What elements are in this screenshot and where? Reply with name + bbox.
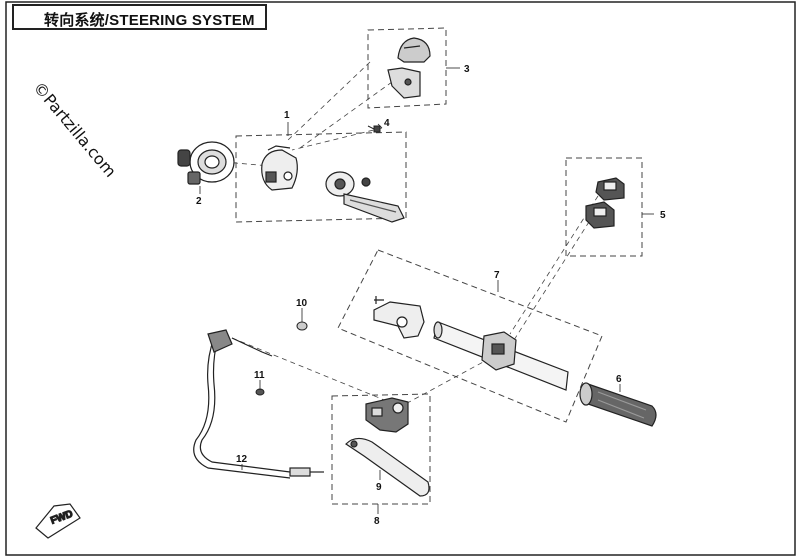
callout-9: 9 bbox=[376, 482, 382, 493]
part-7-handlebar-assembly bbox=[373, 296, 569, 391]
part-3-covers bbox=[387, 37, 431, 99]
callout-12: 12 bbox=[236, 454, 248, 465]
part-2-throttle-housing bbox=[177, 141, 235, 185]
part-6-grip bbox=[579, 382, 657, 427]
part-8-perch bbox=[365, 397, 409, 433]
callout-11: 11 bbox=[254, 370, 265, 381]
part-5-switches bbox=[585, 177, 625, 229]
outer-frame bbox=[5, 1, 796, 556]
title-box: 转向系统/STEERING SYSTEM bbox=[12, 4, 267, 30]
callout-4: 4 bbox=[384, 118, 390, 129]
part-1-brake-lever bbox=[325, 171, 405, 223]
part-10-nut bbox=[296, 321, 308, 331]
group-5-box bbox=[565, 157, 643, 257]
part-1-switch-housing bbox=[261, 145, 298, 191]
assembly-lines bbox=[223, 61, 599, 409]
fwd-arrow-icon: FWD bbox=[35, 503, 81, 539]
callout-3: 3 bbox=[464, 64, 470, 75]
diagram-title: 转向系统/STEERING SYSTEM bbox=[44, 12, 255, 29]
callout-6: 6 bbox=[616, 374, 622, 385]
callout-7: 7 bbox=[494, 270, 500, 281]
callout-5: 5 bbox=[660, 210, 666, 221]
callout-2: 2 bbox=[196, 196, 202, 207]
callout-1: 1 bbox=[284, 110, 290, 121]
callout-leaders bbox=[199, 67, 654, 514]
part-9-clutch-lever bbox=[345, 437, 430, 497]
callout-10: 10 bbox=[296, 298, 308, 309]
group-7-box bbox=[337, 249, 603, 423]
group-3-box bbox=[367, 27, 447, 109]
group-8-box bbox=[331, 393, 431, 505]
callout-8: 8 bbox=[374, 516, 380, 527]
group-1-box bbox=[235, 131, 407, 223]
callout-numbers: 1 2 3 4 5 6 7 8 9 10 11 12 bbox=[196, 64, 666, 527]
part-4-screw bbox=[367, 125, 381, 133]
part-12-cable bbox=[193, 329, 324, 479]
